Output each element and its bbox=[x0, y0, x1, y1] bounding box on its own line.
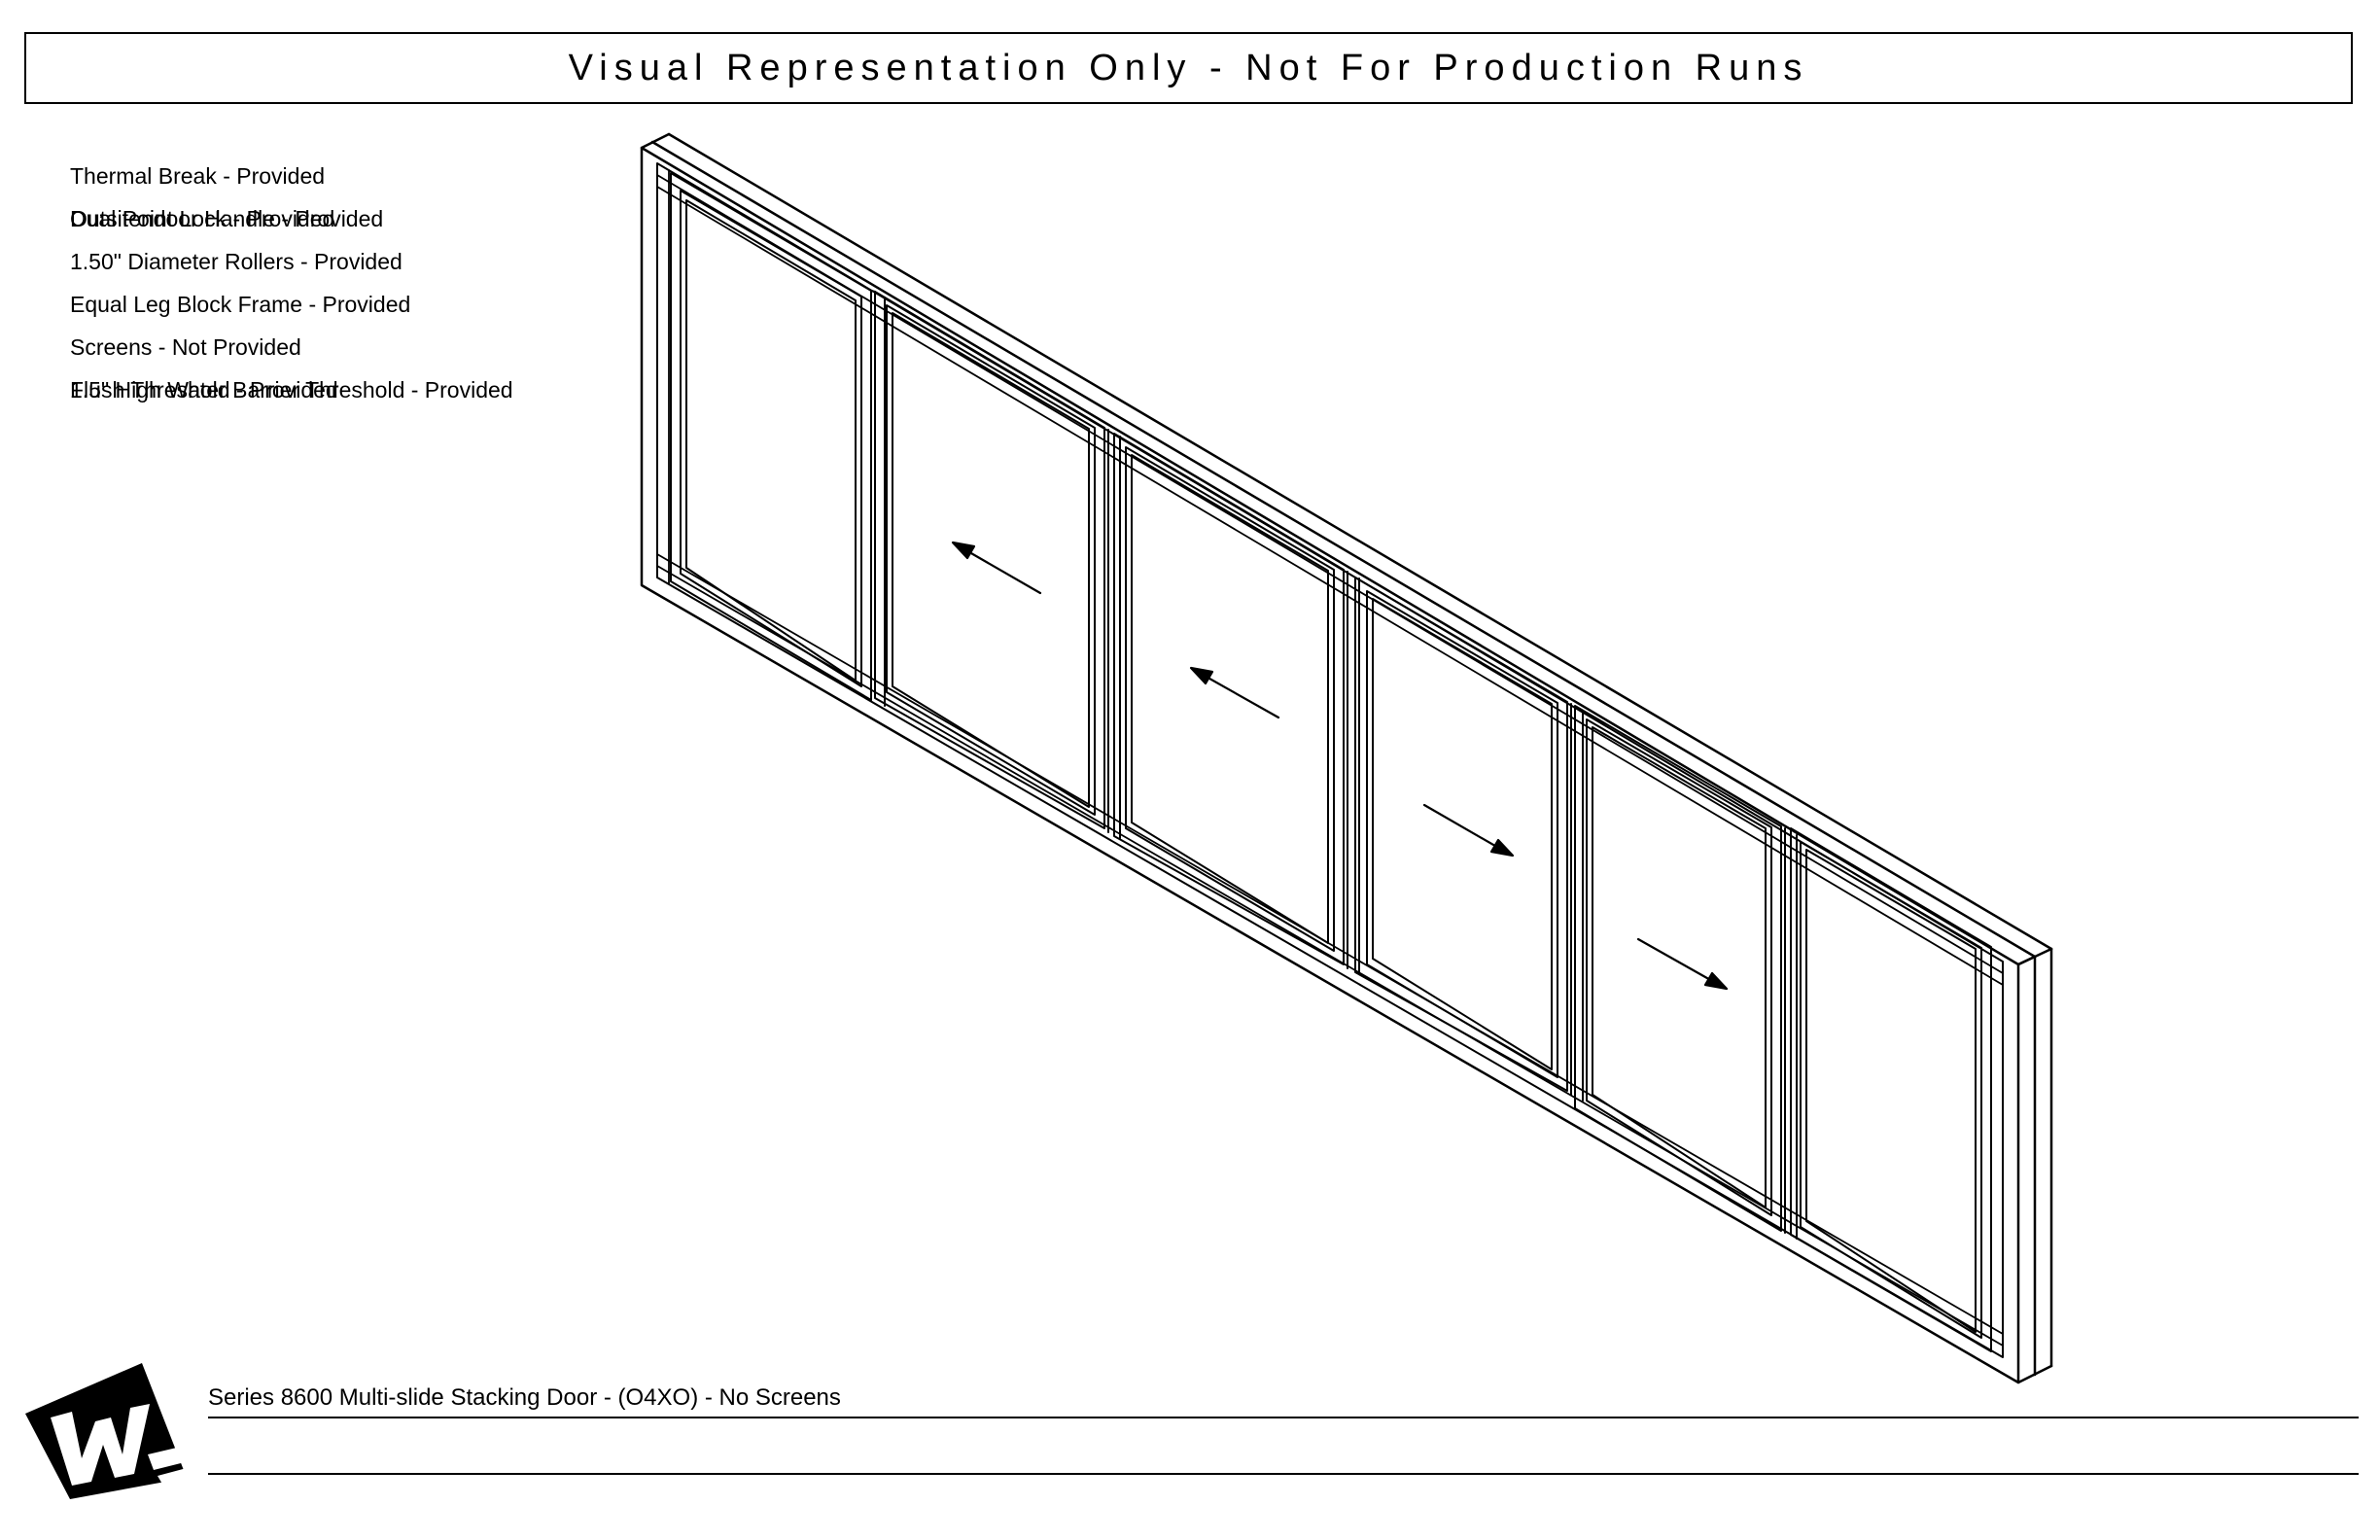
title-banner: Visual Representation Only - Not For Pro… bbox=[24, 32, 2353, 104]
door-panel-6 bbox=[1790, 827, 1992, 1352]
drawing-description: Series 8600 Multi-slide Stacking Door - … bbox=[208, 1384, 841, 1411]
operation-arrows bbox=[951, 541, 1729, 991]
spec-label-overlay: Dual Point Lock - Provided bbox=[70, 206, 335, 231]
spec-threshold: Flush Threshold - Provided 1.5" High Wat… bbox=[70, 372, 513, 415]
spec-label: Flush Threshold - Provided bbox=[70, 377, 338, 402]
spec-hardware: Outsitendoor Handle - Provided Dual Poin… bbox=[70, 201, 410, 244]
door-panel-4 bbox=[1354, 577, 1568, 1092]
w-logo-icon bbox=[25, 1363, 189, 1499]
spec-label-overlay: 1.5" High Water Barrier Threshold - Prov… bbox=[70, 377, 513, 402]
spec-list: Thermal Break - Provided Outsitendoor Ha… bbox=[70, 158, 513, 415]
panel-2-arrow-left-icon bbox=[951, 541, 1042, 595]
spec-frame: Equal Leg Block Frame - Provided bbox=[70, 287, 410, 330]
brand-logo bbox=[25, 1363, 189, 1499]
spec-rollers: 1.50" Diameter Rollers - Provided bbox=[70, 244, 410, 287]
panel-5-arrow-right-icon bbox=[1636, 937, 1729, 991]
title-underline bbox=[208, 1417, 2359, 1418]
door-panel-5 bbox=[1574, 705, 1782, 1232]
spec-screens: Screens - Not Provided bbox=[70, 330, 410, 372]
spec-label: Equal Leg Block Frame - Provided bbox=[70, 292, 411, 317]
panel-3-arrow-left-icon bbox=[1189, 666, 1280, 719]
spec-label: Thermal Break - Provided bbox=[70, 163, 326, 189]
spec-label: Outsitendoor Handle - Provided bbox=[70, 206, 384, 231]
spec-thermal-break: Thermal Break - Provided bbox=[70, 158, 410, 201]
panel-4-arrow-right-icon bbox=[1422, 803, 1515, 858]
door-frame bbox=[640, 132, 2053, 1384]
footer-rule bbox=[208, 1473, 2359, 1475]
spec-label: 1.50" Diameter Rollers - Provided bbox=[70, 249, 402, 274]
spec-label: Screens - Not Provided bbox=[70, 334, 301, 360]
panel-interlocks bbox=[870, 290, 1798, 1240]
page-title: Visual Representation Only - Not For Pro… bbox=[568, 47, 1809, 88]
door-panel-3 bbox=[1113, 433, 1345, 965]
